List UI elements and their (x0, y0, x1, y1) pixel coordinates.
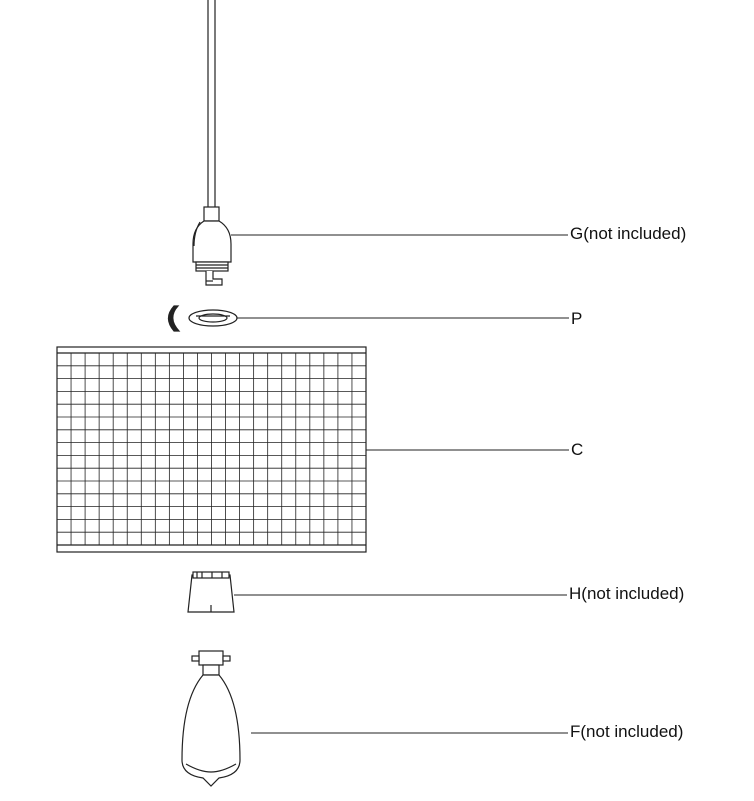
leader-lines (231, 234, 569, 734)
bulb-pin-left (191, 655, 200, 662)
part-f-bulb (181, 650, 241, 787)
callout-f: F(not included) (570, 722, 684, 741)
shade-mesh (57, 353, 366, 545)
cord-strain-relief (203, 206, 220, 222)
ring-outer (188, 309, 238, 327)
bulb-glass (181, 674, 241, 787)
holder-thread (195, 261, 229, 272)
callout-p: P (571, 309, 583, 328)
part-h-adaptor (187, 571, 235, 613)
ring-inner (198, 313, 228, 323)
callout-h: H(not included) (569, 584, 685, 603)
part-c-shade (56, 346, 367, 553)
callout-c: C (571, 440, 584, 459)
clip-icon (167, 305, 181, 332)
callout-g: G(not included) (570, 224, 687, 243)
holder-body (192, 220, 232, 263)
holder-pin (205, 271, 223, 286)
bulb-pin-right (222, 655, 231, 662)
part-p-ring (167, 305, 238, 332)
part-g-lampholder (192, 0, 232, 286)
bulb-cap (198, 650, 224, 666)
adaptor-teeth (192, 571, 230, 579)
